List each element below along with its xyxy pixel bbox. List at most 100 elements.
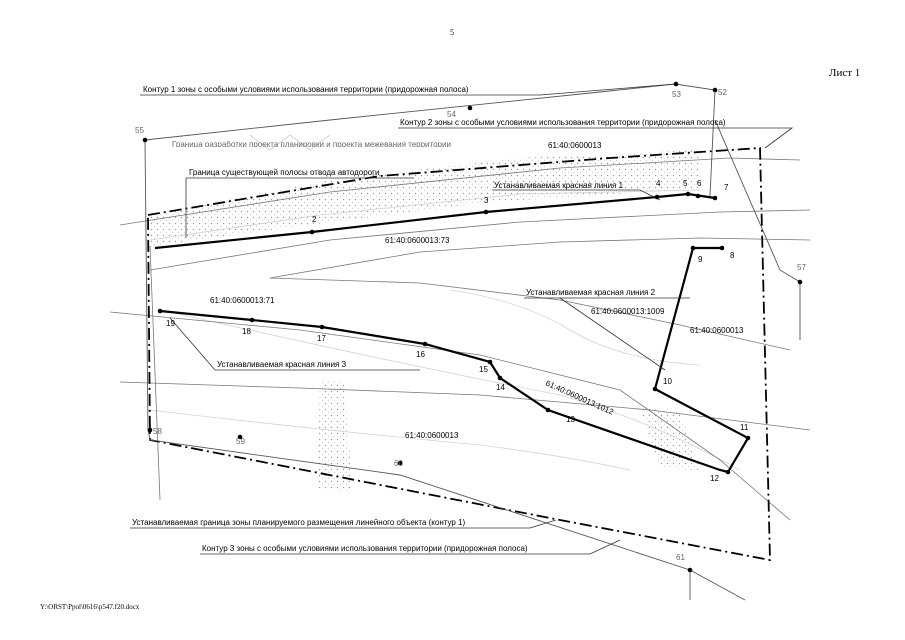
parcel-label-p_1012: 61:40:0600013:1012 [544,379,615,417]
point-label-16: 16 [416,350,425,359]
point-marker-6 [695,193,701,199]
road-edge-upper [119,157,801,226]
point-marker-19 [157,308,163,314]
point-marker-17 [319,324,325,330]
dotted-strip-top [150,150,700,246]
point-label-3: 3 [484,196,489,205]
point-marker-9 [690,245,696,251]
parcel-label-p_73: 61:40:0600013:73 [385,236,450,245]
point-marker-11 [745,435,751,441]
point-label-57: 57 [797,263,806,272]
sheet-label: Лист 1 [829,67,861,79]
point-marker-7 [712,195,718,201]
road-ramp-upper [269,237,811,279]
contour-3-polyline [144,139,746,601]
point-marker-55 [142,137,148,143]
point-label-5: 5 [683,179,688,188]
point-marker-15 [487,359,493,365]
callout-partial-project-boundary: Граница разработки проекта планировки и … [172,141,451,147]
point-label-17: 17 [317,334,326,343]
point-marker-12 [725,469,731,475]
point-marker-10 [652,386,658,392]
point-label-11: 11 [740,423,749,432]
road-lower-edge [119,381,811,431]
point-label-6: 6 [697,179,702,188]
road-lines [109,157,811,521]
terrain-background [149,134,741,492]
callout-contour-1: Контур 1 зоны с особыми условиями исполь… [143,85,469,94]
contour-1-polyline [144,83,716,197]
parcel-label-p_71: 61:40:0600013:71 [210,296,275,305]
point-label-53: 53 [672,90,681,99]
point-label-58: 58 [153,427,162,436]
point-marker-57 [797,279,803,285]
contour-2-polyline [714,119,801,340]
callout-contour-2: Контур 2 зоны с особыми условиями исполь… [400,118,726,127]
point-marker-53 [673,81,679,87]
point-marker-2 [309,229,315,235]
point-marker-16 [422,341,428,347]
point-marker-3 [483,209,489,215]
point-marker-14 [497,375,503,381]
callout-red-line-3: Устанавливаемая красная линия 3 [217,360,347,369]
red-line-2 [653,246,722,390]
point-markers [142,81,803,573]
parcel-label-p_top: 61:40:0600013 [548,141,602,150]
road-left-vertical [149,245,161,501]
callout-red-line-2: Устанавливаемая красная линия 2 [526,288,656,297]
road-edge-middle [149,209,811,271]
point-marker-60 [397,460,403,466]
point-label-13: 13 [566,415,575,424]
point-label-10: 10 [663,377,672,386]
point-marker-58 [147,427,153,433]
page-number: 5 [450,28,454,37]
point-label-18: 18 [242,327,251,336]
faint-contour-1 [149,189,701,241]
point-label-52: 52 [718,88,727,97]
road-ramp-lower [269,277,791,351]
dotted-strip-left [318,380,352,492]
callout-zone-boundary: Устанавливаемая граница зоны планируемог… [132,518,466,527]
callout-contour-3: Контур 3 зоны с особыми условиями исполь… [202,544,528,553]
faint-marks [249,134,331,151]
point-label-14: 14 [496,383,505,392]
file-path: Y:\ORST\Ppol\0616\p547.f20.docx [40,603,140,611]
point-marker-52 [712,87,718,93]
parcel-label-p_bottom: 61:40:0600013 [405,431,459,440]
callout-leaders [130,83,794,555]
point-label-19: 19 [166,319,175,328]
parcel-label-p_1009: 61:40:0600013:1009 [591,307,665,316]
point-label-59: 59 [236,437,245,446]
point-label-60: 60 [394,459,403,468]
dotted-strip-right [640,408,700,470]
point-label-12: 12 [710,474,719,483]
point-marker-54 [467,105,473,111]
red-line-1 [154,192,716,250]
faint-contour-4 [449,289,701,366]
point-label-54: 54 [447,110,456,119]
point-marker-8 [719,245,725,251]
callout-row-boundary: Граница существующей полосы отвода автод… [189,168,380,177]
point-marker-13 [545,407,551,413]
callout-red-line-1: Устанавливаемая красная линия 1 [494,181,624,190]
point-label-4: 4 [656,179,661,188]
point-label-15: 15 [479,365,488,374]
point-marker-4 [654,194,660,200]
faint-contour-2 [169,311,741,471]
point-label-7: 7 [724,183,729,192]
point-label-55: 55 [135,126,144,135]
point-label-9: 9 [698,255,703,264]
point-marker-18 [249,317,255,323]
parcel-label-p_right: 61:40:0600013 [690,326,744,335]
point-label-8: 8 [730,251,735,260]
point-label-2: 2 [312,215,317,224]
point-label-61: 61 [676,553,685,562]
point-marker-59 [237,434,243,440]
planning-boundary-dashdot [147,147,771,562]
point-marker-5 [685,191,691,197]
faint-contour-3 [149,409,631,471]
road-edge-lower [109,311,791,521]
point-marker-61 [687,567,693,573]
